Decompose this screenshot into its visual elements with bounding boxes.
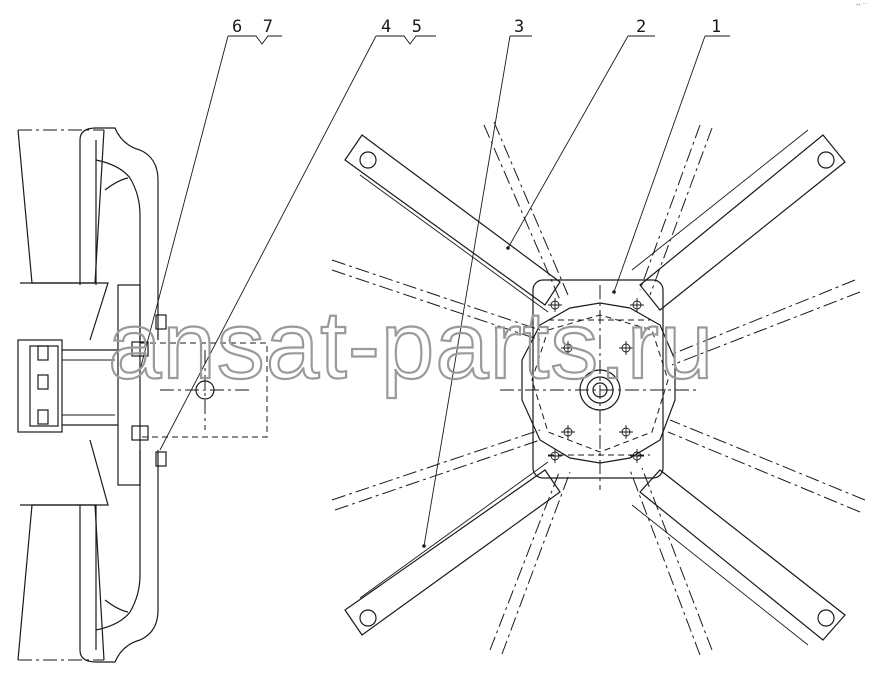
bolt-holes — [548, 298, 644, 463]
arm-top-left — [344, 134, 561, 313]
callout-4-5: 4 5 — [381, 17, 422, 37]
callout-6-7: 6 7 — [232, 17, 273, 37]
callout-leaders — [139, 35, 730, 548]
arm-bottom-right — [631, 469, 846, 646]
side-view — [17, 127, 268, 663]
front-view — [331, 121, 866, 656]
arm-bottom-left — [344, 461, 561, 636]
arm-top-right — [631, 129, 846, 311]
watermark: ansat-parts.ru — [108, 292, 714, 399]
blade-strips — [331, 121, 866, 656]
corner-mark: ᐩᐩ ᐝᐝᐝ — [856, 3, 868, 10]
callout-1: 1 — [711, 17, 721, 37]
callout-3: 3 — [514, 17, 524, 37]
callout-2: 2 — [636, 17, 646, 37]
